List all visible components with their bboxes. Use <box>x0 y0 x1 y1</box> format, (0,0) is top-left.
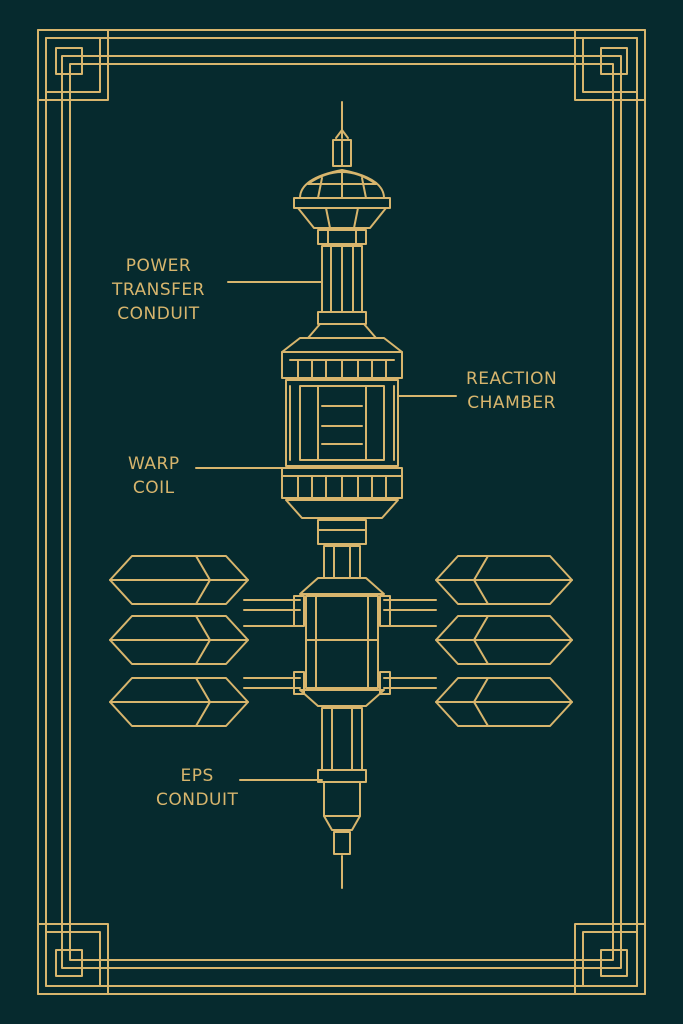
label-reaction-chamber: REACTION CHAMBER <box>466 367 557 415</box>
right-injector-assembly <box>379 555 573 727</box>
left-pod-upper <box>109 555 249 605</box>
right-pod-lower <box>435 677 573 727</box>
label-line: WARP <box>128 454 180 474</box>
label-power-transfer-conduit: POWER TRANSFER CONDUIT <box>112 254 205 326</box>
corner-ornament-bottom-left <box>37 923 109 995</box>
warp-coil <box>281 467 403 545</box>
label-line: EPS <box>180 766 214 786</box>
left-pod-middle <box>109 615 249 665</box>
label-line: COIL <box>132 478 175 498</box>
corner-ornament-top-right <box>574 29 646 101</box>
power-transfer-conduit <box>307 245 377 339</box>
central-hub <box>299 577 385 707</box>
leader-lines <box>195 281 457 781</box>
label-line: CONDUIT <box>117 304 200 324</box>
right-pod-middle <box>435 615 573 665</box>
label-warp-coil: WARP COIL <box>128 452 180 500</box>
chamber-top-band-ticks <box>297 359 387 379</box>
label-eps-conduit: EPS CONDUIT <box>156 764 238 812</box>
core-neck <box>323 545 361 579</box>
label-line: CHAMBER <box>467 393 556 413</box>
corner-ornament-top-left <box>37 29 109 101</box>
label-line: REACTION <box>466 369 558 389</box>
corner-ornament-bottom-right <box>574 923 646 995</box>
left-pod-lower <box>109 677 249 727</box>
left-injector-assembly <box>109 555 305 727</box>
top-cap <box>293 101 391 245</box>
label-line: TRANSFER <box>112 280 205 300</box>
right-pod-upper <box>435 555 573 605</box>
eps-conduit <box>317 707 367 889</box>
reaction-chamber <box>281 337 403 467</box>
label-line: CONDUIT <box>156 790 239 810</box>
label-line: POWER <box>125 256 192 276</box>
decorative-frame <box>37 29 646 995</box>
